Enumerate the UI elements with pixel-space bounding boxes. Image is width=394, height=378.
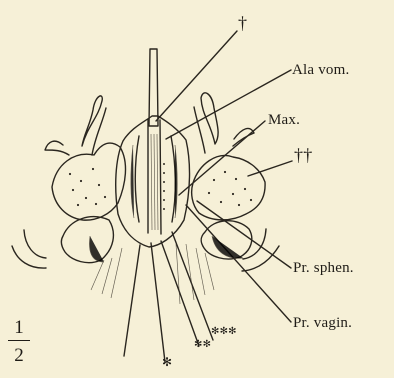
pr-sphen-label: Pr. sphen. — [293, 261, 354, 276]
scale-numerator: 1 — [8, 318, 30, 338]
pr-vagin-label: Pr. vagin. — [293, 316, 352, 331]
asterisks-two-label: ✻✻ — [194, 340, 211, 350]
double-dagger-label: †† — [294, 146, 312, 164]
dagger-label: † — [238, 14, 247, 32]
asterisk-one-label: ✻ — [162, 356, 172, 368]
scale-fraction: 1 2 — [8, 318, 30, 366]
fraction-bar — [8, 340, 30, 341]
right-branch — [194, 93, 254, 153]
scale-denominator: 2 — [8, 346, 30, 366]
left-branch — [45, 96, 106, 155]
ala-vom-label: Ala vom. — [292, 63, 349, 78]
max-label: Max. — [268, 113, 300, 128]
asterisks-three-label: ✻✻✻ — [211, 327, 237, 337]
